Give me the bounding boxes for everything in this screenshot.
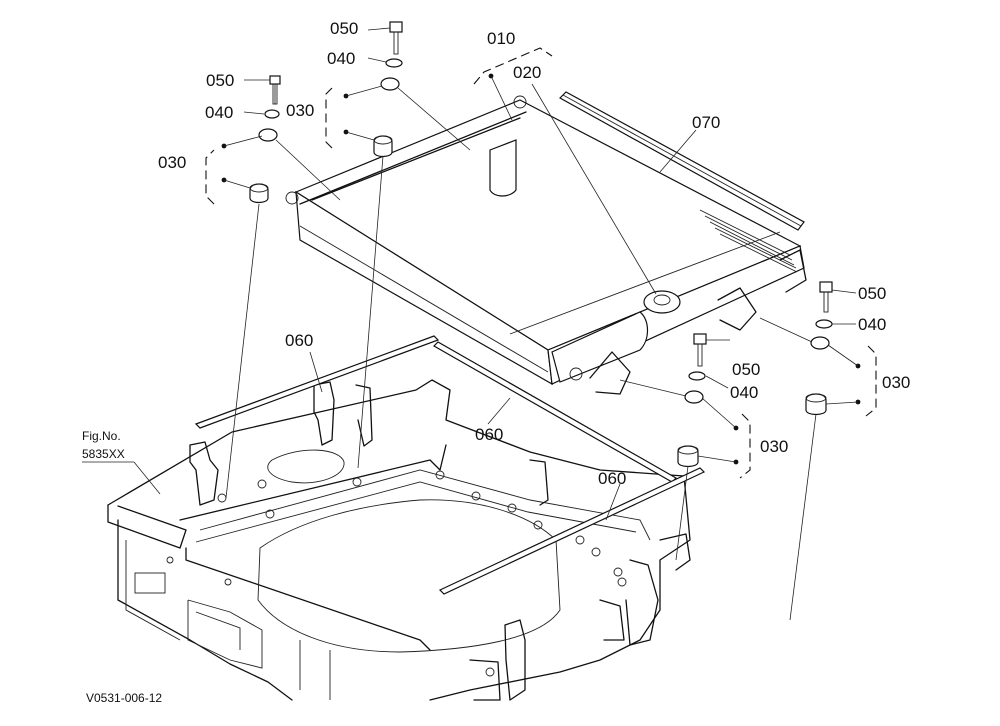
label-050-right-lower: 050 [732, 360, 760, 379]
label-040-left: 040 [205, 103, 233, 122]
mount-set-right-lower [619, 333, 751, 561]
mount-set-center [325, 21, 471, 469]
label-030-left: 030 [158, 153, 186, 172]
label-070: 070 [692, 113, 720, 132]
label-050-left: 050 [206, 71, 234, 90]
label-050-center: 050 [330, 19, 358, 38]
label-050-right-upper: 050 [858, 284, 886, 303]
label-040-right-lower: 040 [730, 383, 758, 402]
gasket-strips-060 [194, 335, 706, 595]
label-030-right-upper: 030 [882, 373, 910, 392]
figure-reference: Fig.No. 5835XX [82, 429, 161, 495]
chassis-frame [107, 379, 691, 701]
label-020: 020 [513, 63, 541, 82]
seal-strip-070 [559, 91, 805, 231]
drawing-code: V0531-006-12 [86, 691, 162, 705]
mount-set-left [205, 75, 341, 499]
label-060-left: 060 [285, 331, 313, 350]
label-040-right-upper: 040 [858, 315, 886, 334]
fig-ref-line1: Fig.No. [82, 429, 121, 443]
part-number-labels: 010 020 070 050 040 030 050 040 030 050 … [158, 19, 910, 488]
leader-lines [309, 47, 697, 521]
label-040-center: 040 [327, 49, 355, 68]
label-030-center: 030 [286, 101, 314, 120]
label-010: 010 [487, 29, 515, 48]
fig-ref-line2: 5835XX [82, 447, 125, 461]
radiator-assembly [285, 95, 807, 395]
label-060-right: 060 [598, 469, 626, 488]
label-030-right-lower: 030 [760, 437, 788, 456]
label-060-center: 060 [475, 425, 503, 444]
mount-set-right-upper [759, 281, 877, 621]
